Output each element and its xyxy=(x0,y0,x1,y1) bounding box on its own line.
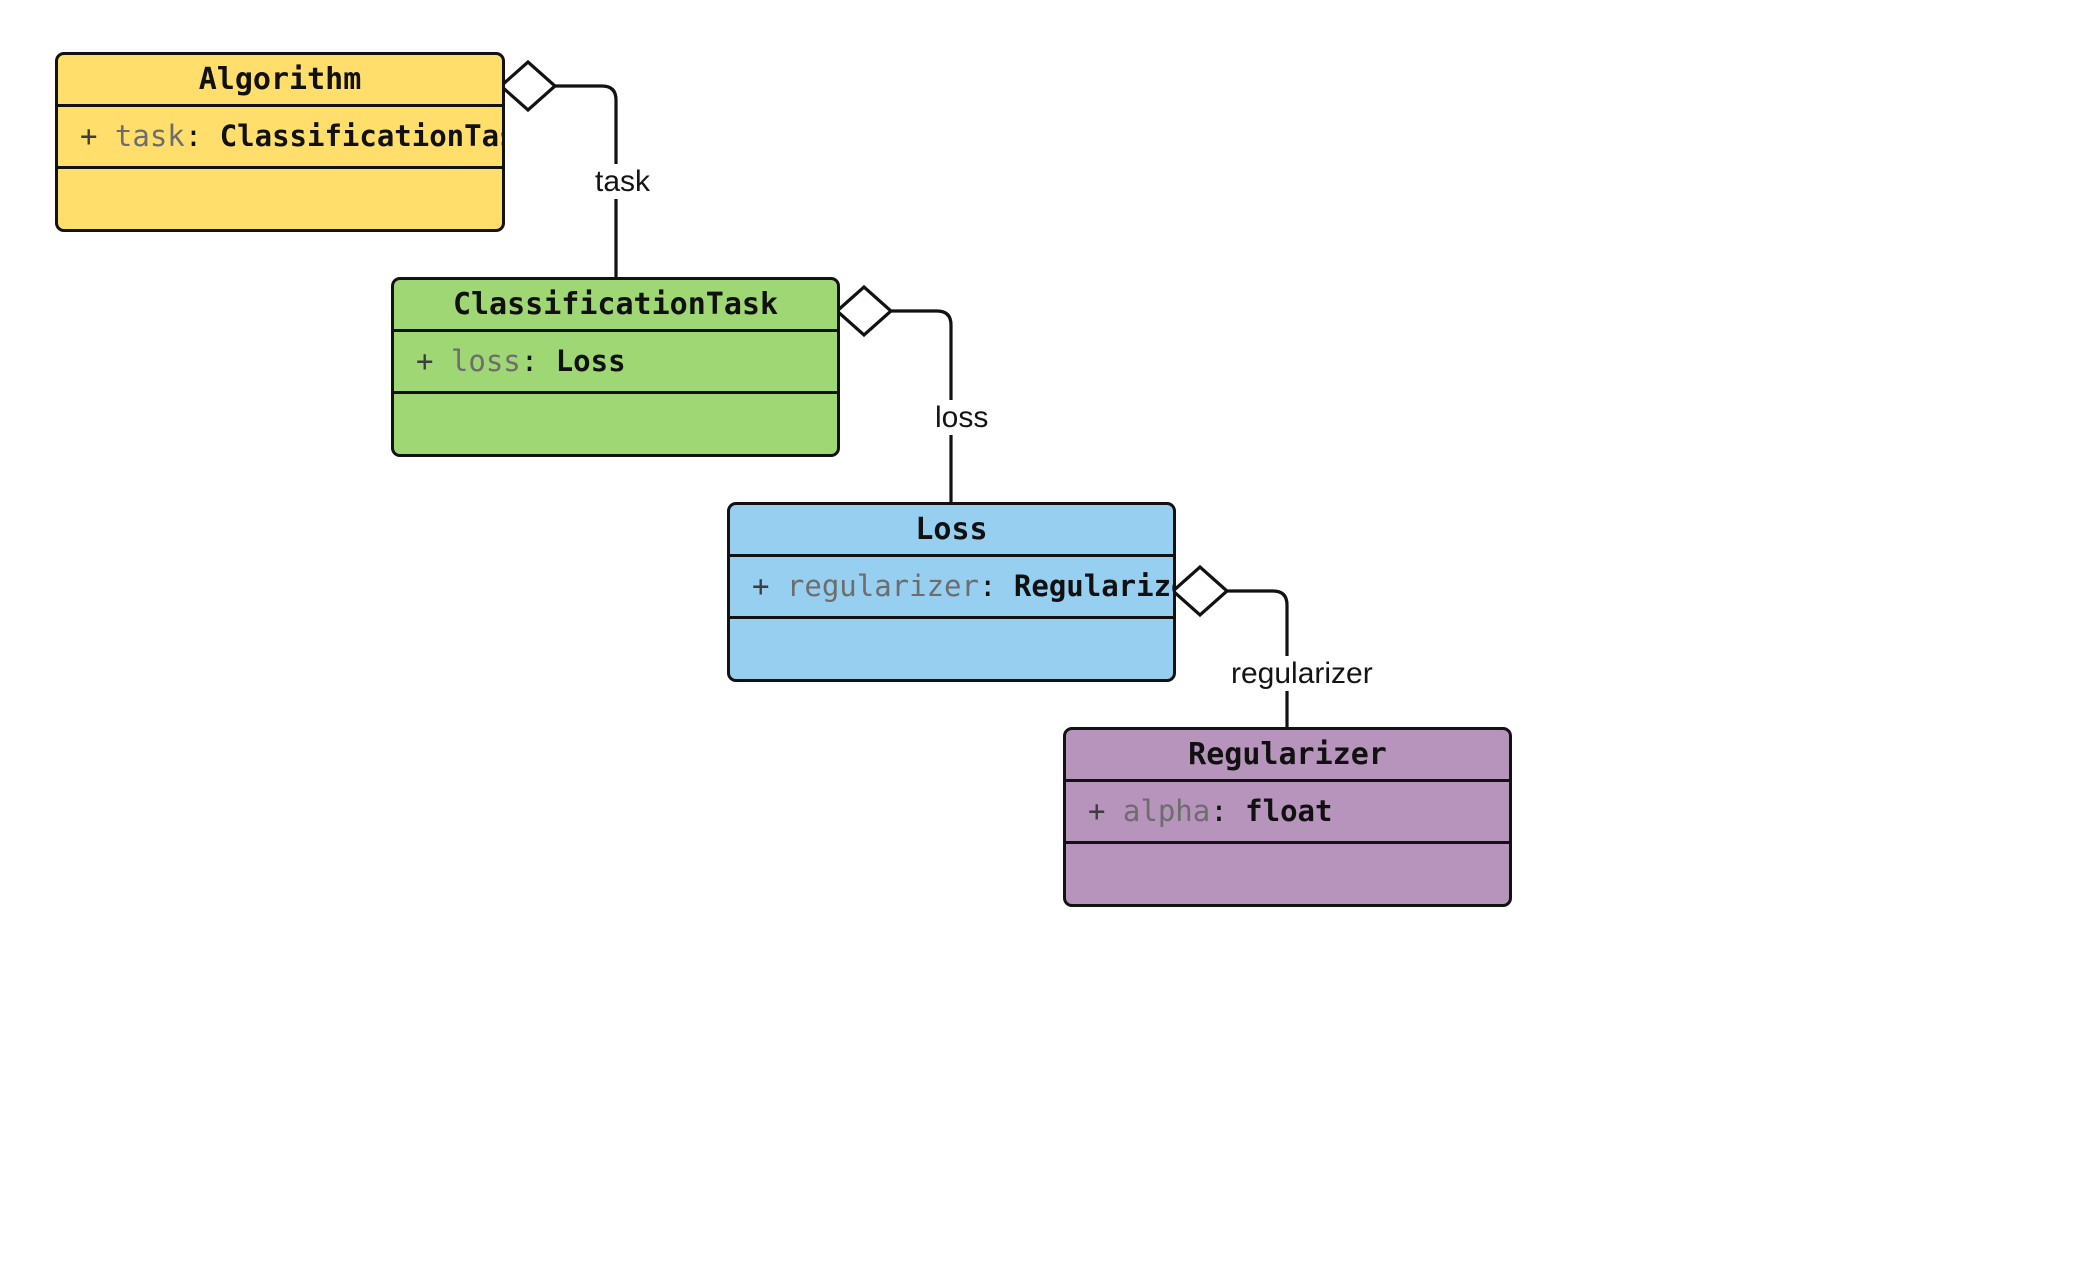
class-methods-algorithm xyxy=(58,169,502,229)
attribute-type: float xyxy=(1245,793,1333,828)
class-title-algorithm: Algorithm xyxy=(58,55,502,107)
relationship-label-classificationtask-loss: loss xyxy=(928,400,996,435)
class-attributes-classification-task: + loss: Loss xyxy=(394,332,837,394)
class-attributes-loss: + regularizer: Regularizer xyxy=(730,557,1173,619)
attribute-type: Loss xyxy=(555,343,626,378)
attribute-visibility: + xyxy=(80,118,115,153)
attribute-visibility: + xyxy=(1088,793,1123,828)
attribute-visibility: + xyxy=(416,343,451,378)
attribute-type: Regularizer xyxy=(1013,568,1173,603)
attribute-separator: : xyxy=(184,118,220,153)
class-box-classification-task[interactable]: ClassificationTask + loss: Loss xyxy=(391,277,840,457)
aggregation-diamond-loss-regularizer xyxy=(1170,564,1230,618)
class-box-loss[interactable]: Loss + regularizer: Regularizer xyxy=(727,502,1176,682)
aggregation-diamond-algorithm-task xyxy=(498,59,558,113)
attribute-name: task xyxy=(114,118,185,153)
attribute-name: alpha xyxy=(1122,793,1211,828)
aggregation-diamond-classificationtask-loss xyxy=(834,284,894,338)
relationship-label-loss-regularizer: regularizer xyxy=(1224,656,1380,691)
class-box-algorithm[interactable]: Algorithm + task: ClassificationTask xyxy=(55,52,505,232)
attribute-separator: : xyxy=(1210,793,1246,828)
class-title-loss: Loss xyxy=(730,505,1173,557)
class-methods-loss xyxy=(730,619,1173,679)
attribute-separator: : xyxy=(978,568,1014,603)
class-methods-classification-task xyxy=(394,394,837,454)
class-methods-regularizer xyxy=(1066,844,1509,904)
attribute-visibility: + xyxy=(752,568,787,603)
class-box-regularizer[interactable]: Regularizer + alpha: float xyxy=(1063,727,1512,907)
attribute-type: ClassificationTask xyxy=(219,118,505,153)
attribute-row: + loss: Loss xyxy=(416,343,837,378)
relationship-label-algorithm-task: task xyxy=(588,164,658,199)
attribute-row: + regularizer: Regularizer xyxy=(752,568,1173,603)
attribute-row: + alpha: float xyxy=(1088,793,1509,828)
class-attributes-algorithm: + task: ClassificationTask xyxy=(58,107,502,169)
attribute-separator: : xyxy=(520,343,556,378)
attribute-name: regularizer xyxy=(786,568,979,603)
attribute-name: loss xyxy=(450,343,521,378)
class-attributes-regularizer: + alpha: float xyxy=(1066,782,1509,844)
attribute-row: + task: ClassificationTask xyxy=(80,118,505,153)
class-title-regularizer: Regularizer xyxy=(1066,730,1509,782)
class-title-classification-task: ClassificationTask xyxy=(394,280,837,332)
